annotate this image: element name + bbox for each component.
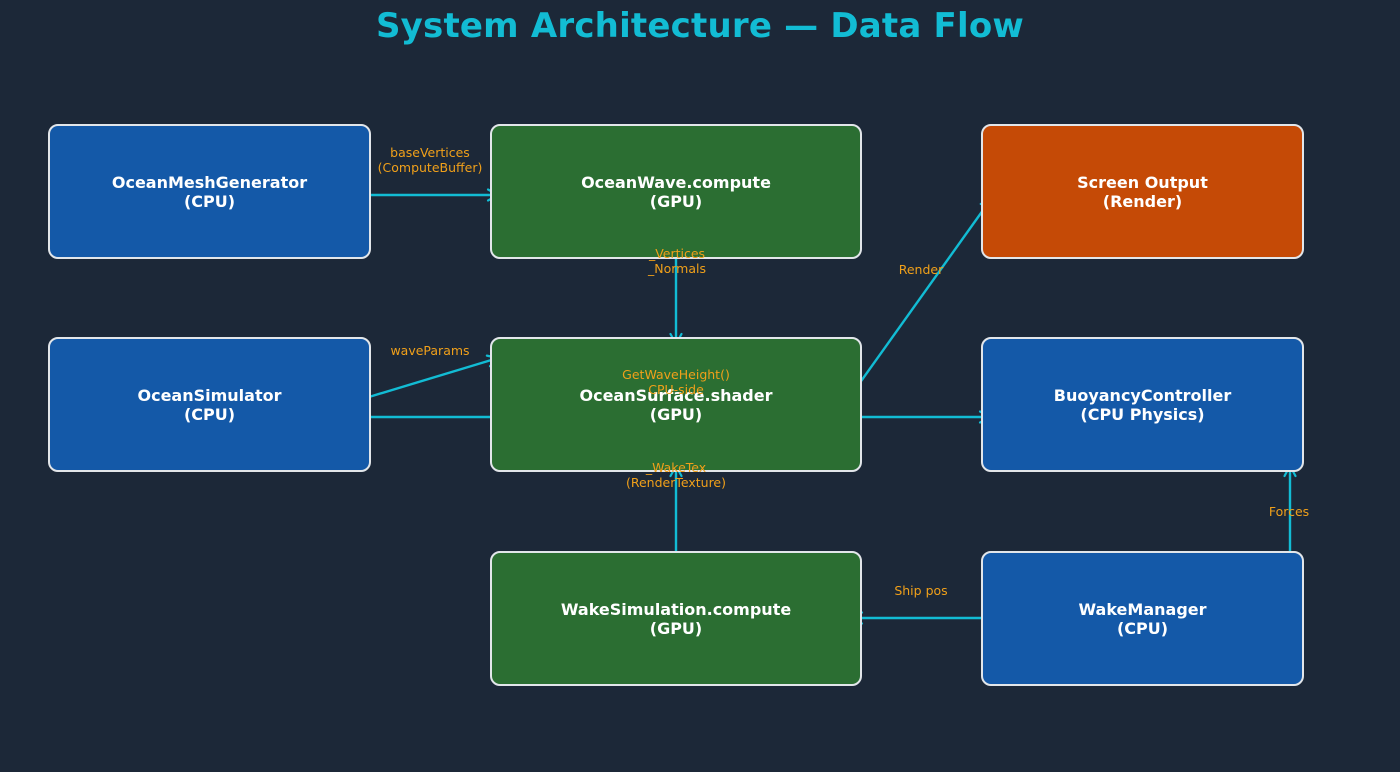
edge-label-line: _Vertices	[648, 246, 706, 261]
node-tag: (GPU)	[649, 618, 703, 638]
node-name: OceanWave.compute	[581, 172, 771, 192]
edge-label-line: Render	[898, 262, 944, 277]
edge-label-vertices-normals: _Vertices _Normals	[648, 246, 706, 276]
edge-label-line: (RenderTexture)	[625, 475, 727, 490]
node-name: OceanSimulator	[137, 385, 282, 405]
node-tag: (CPU)	[1116, 618, 1169, 638]
edge-label-get-wave-height: GetWaveHeight() CPU-side	[622, 367, 730, 397]
node-tag: (GPU)	[649, 404, 703, 424]
edge-label-line: Forces	[1268, 504, 1310, 519]
arrow-simulator-to-surface	[358, 354, 500, 402]
node-name: Screen Output	[1077, 172, 1208, 192]
node-wake-simulation-compute: WakeSimulation.compute (GPU)	[490, 551, 862, 686]
node-screen-output: Screen Output (Render)	[981, 124, 1304, 259]
edge-label-render: Render	[899, 262, 944, 277]
edge-label-line: waveParams	[390, 343, 470, 358]
edge-label-line: GetWaveHeight()	[622, 367, 730, 382]
edge-label-line: _Normals	[648, 261, 706, 276]
edge-label-wave-params: waveParams	[390, 343, 469, 358]
node-name: WakeSimulation.compute	[560, 599, 792, 619]
edge-label-line: _WakeTex	[645, 460, 707, 475]
edge-label-line: baseVertices	[390, 145, 470, 160]
node-ocean-surface-shader: OceanSurface.shader (GPU)	[490, 337, 862, 472]
node-tag: (Render)	[1102, 191, 1183, 211]
edge-label-line: Ship pos	[894, 583, 948, 598]
diagram-title: System Architecture — Data Flow	[375, 6, 1025, 46]
edge-label-wake-tex: _WakeTex (RenderTexture)	[626, 460, 726, 490]
edge-label-line: CPU-side	[648, 382, 704, 397]
node-buoyancy-controller: BuoyancyController (CPU Physics)	[981, 337, 1304, 472]
arrow-surface-to-screen	[848, 197, 993, 399]
node-name: WakeManager	[1078, 599, 1207, 619]
node-name: OceanMeshGenerator	[111, 172, 308, 192]
edge-label-ship-pos: Ship pos	[894, 583, 947, 598]
node-tag: (CPU)	[183, 404, 236, 424]
node-ocean-simulator: OceanSimulator (CPU)	[48, 337, 371, 472]
node-wake-manager: WakeManager (CPU)	[981, 551, 1304, 686]
node-tag: (CPU Physics)	[1080, 404, 1205, 424]
edge-label-base-vertices: baseVertices (ComputeBuffer)	[378, 145, 483, 175]
node-ocean-wave-compute: OceanWave.compute (GPU)	[490, 124, 862, 259]
node-tag: (GPU)	[649, 191, 703, 211]
edge-label-forces: Forces	[1269, 504, 1309, 519]
node-ocean-mesh-generator: OceanMeshGenerator (CPU)	[48, 124, 371, 259]
node-name: BuoyancyController	[1053, 385, 1232, 405]
node-name: OceanSurface.shader	[579, 385, 773, 405]
edge-label-line: (ComputeBuffer)	[377, 160, 483, 175]
node-tag: (CPU)	[183, 191, 236, 211]
